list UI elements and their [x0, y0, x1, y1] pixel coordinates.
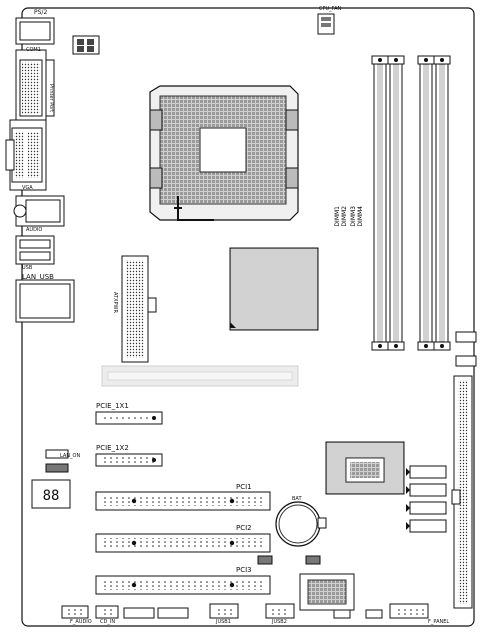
- jusb1-header: [209, 603, 239, 619]
- dimm4-label: DIMM4: [357, 206, 364, 227]
- f-audio-label: F_AUDIO: [70, 619, 92, 625]
- usb-connector: [15, 235, 55, 265]
- pcie-1x1-label: PCIE_1X1: [96, 402, 129, 410]
- misc-header-a: [123, 607, 189, 619]
- pci-slot-2: [95, 533, 271, 553]
- cd-in-header: [95, 605, 119, 619]
- lan-usb-label: LAN_USB: [22, 273, 54, 281]
- bat-label: BAT: [292, 496, 302, 502]
- atx12v-connector: [72, 35, 100, 55]
- audio-jack-block: [13, 195, 65, 227]
- jusb2-label: JUSB2: [272, 619, 287, 625]
- lan-usb-connector: [15, 279, 75, 323]
- cpu-fan-label: CPU_FAN: [319, 6, 342, 12]
- pcie-1x2-label: PCIE_1X2: [96, 444, 129, 452]
- cd-in-label: CD_IN: [100, 619, 116, 625]
- small-chip-a: [257, 555, 273, 565]
- audio-label: AUDIO: [26, 227, 43, 233]
- dimm-slot-2: [387, 55, 405, 351]
- lan-on-jumper: [45, 449, 69, 459]
- vga-connector: [5, 119, 47, 191]
- f-panel-label: F_PANEL: [428, 619, 450, 625]
- debug-display-text: 88: [43, 488, 60, 504]
- pci-slot-1: [95, 491, 271, 511]
- small-header-bottom: [333, 609, 383, 619]
- dimm3-label: DIMM3: [350, 206, 357, 227]
- dimm2-label: DIMM2: [341, 206, 348, 227]
- vga-label: VGA: [22, 185, 33, 191]
- jumper-block: [45, 463, 69, 473]
- debug-led-display: 88: [31, 479, 71, 509]
- f-panel-header: [389, 603, 429, 619]
- dimm1-label: DIMM1: [334, 206, 341, 227]
- jusb1-label: JUSB1: [216, 619, 231, 625]
- dimm-slot-1: [371, 55, 389, 351]
- dimm-slot-4: [433, 55, 451, 351]
- ide-connector: [451, 375, 473, 609]
- pcie-1x2-slot: [95, 453, 163, 467]
- pcie-x16-slot: [101, 365, 299, 387]
- sata-connectors: [406, 465, 447, 533]
- pcie-1x1-slot: [95, 411, 163, 425]
- pci2-label: PCI2: [236, 524, 252, 532]
- small-chip-b: [305, 555, 321, 565]
- ps2-label: PS/2: [34, 9, 48, 16]
- ps2-connector: [15, 17, 55, 45]
- com1-label: COM1: [26, 47, 41, 53]
- southbridge-chip: [325, 441, 405, 495]
- f-audio-header: [61, 605, 89, 619]
- small-headers-right: [455, 331, 477, 367]
- pci-slot-3: [95, 575, 271, 595]
- pci3-label: PCI3: [236, 566, 252, 574]
- atxpwr-label: ATXPWR: [112, 292, 118, 313]
- cpu-socket: [149, 85, 299, 221]
- cmos-battery: [275, 501, 327, 547]
- pci1-label: PCI1: [236, 483, 252, 491]
- atx-power-connector: [121, 255, 157, 363]
- dimm-slot-3: [417, 55, 435, 351]
- printer-port-label: Printer Port: [48, 84, 54, 113]
- dimm-slots: [371, 55, 451, 351]
- lan-on-label: LAN_ON: [60, 453, 81, 459]
- usb-label: USB: [22, 265, 33, 271]
- jusb2-header: [265, 603, 295, 619]
- super-io-chip: [299, 573, 355, 611]
- dimm-labels: DIMM1 DIMM2 DIMM3 DIMM4: [334, 206, 364, 236]
- northbridge-chip: [229, 247, 319, 331]
- cpu-fan-header: [317, 13, 335, 35]
